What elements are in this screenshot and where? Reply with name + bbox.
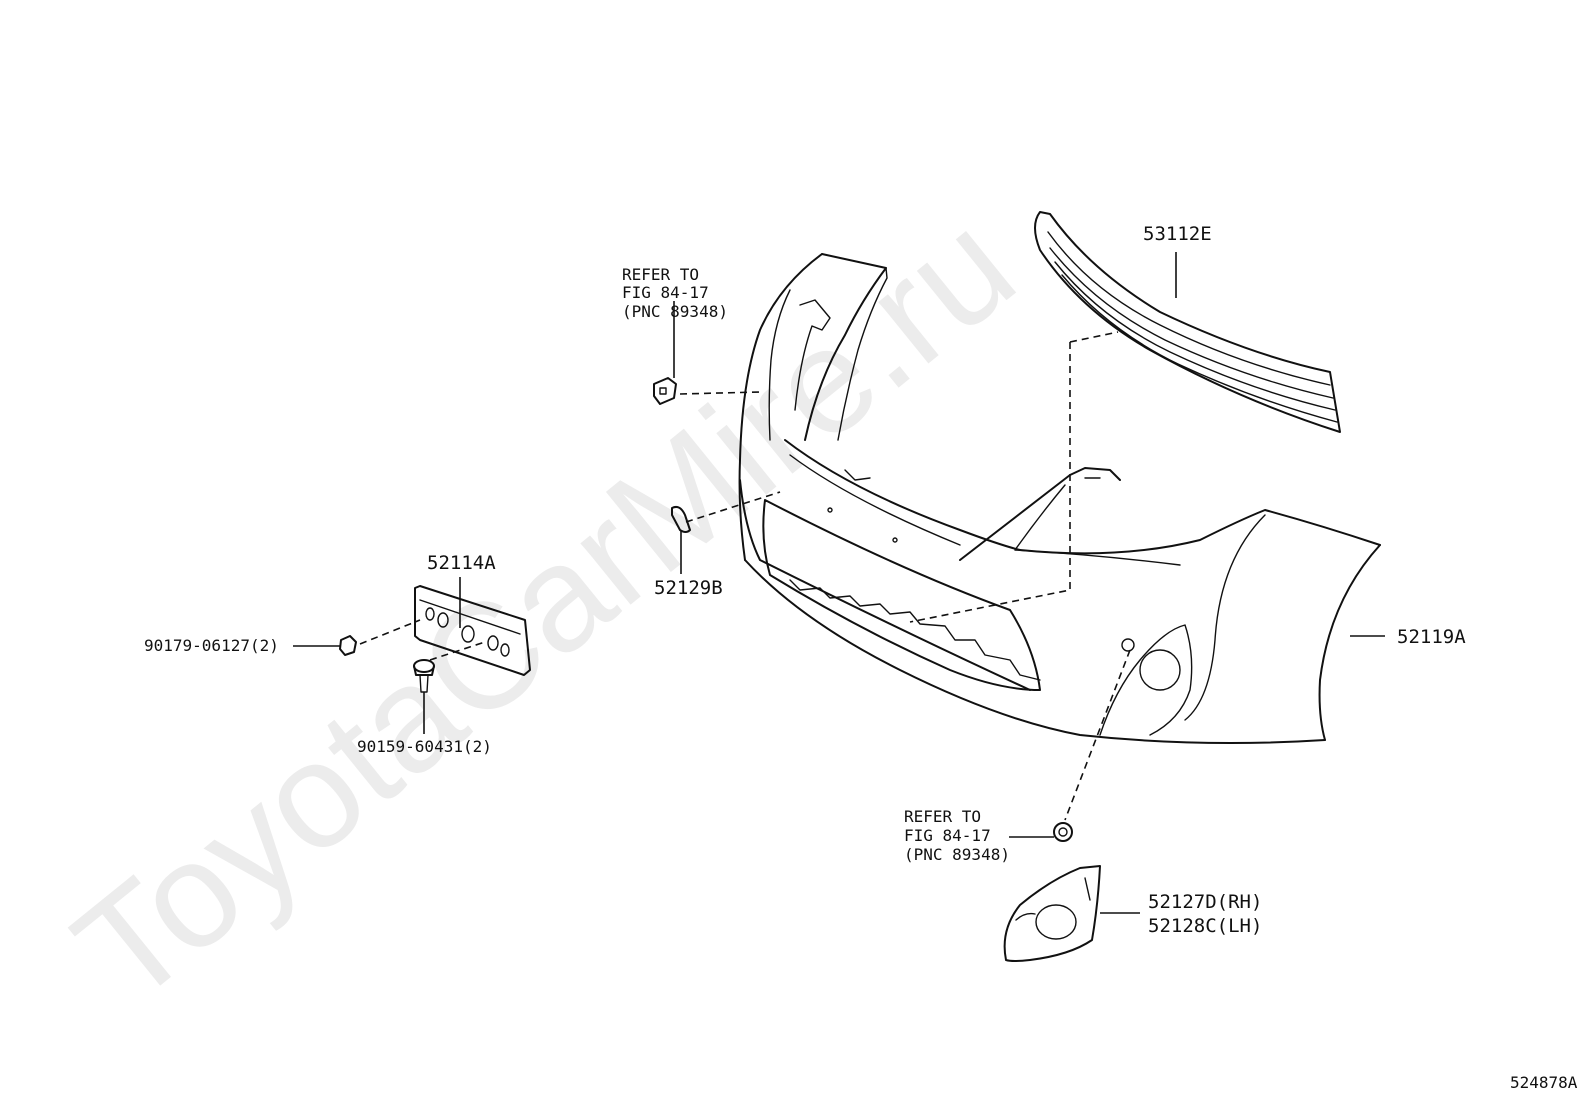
refer-lower-line1: REFER TO	[904, 807, 981, 826]
label-90179-06127: 90179-06127(2)	[144, 636, 279, 655]
fog-lamp-cover-52127D-52128C[interactable]	[1003, 865, 1101, 962]
label-52127D-rh: 52127D(RH)	[1148, 891, 1262, 913]
tow-hook-cover-52129B[interactable]	[671, 505, 691, 533]
bumper-cover-52119A[interactable]	[738, 253, 1381, 745]
refer-upper-line3: (PNC 89348)	[622, 302, 728, 321]
license-bracket-52114A[interactable]	[414, 585, 531, 676]
label-52119A: 52119A	[1397, 626, 1466, 648]
label-52114A: 52114A	[427, 552, 496, 574]
refer-upper-line2: FIG 84-17	[622, 283, 709, 302]
label-90159-60431: 90159-60431(2)	[357, 737, 492, 756]
label-52129B: 52129B	[654, 577, 723, 599]
refer-lower-line3: (PNC 89348)	[904, 845, 1010, 864]
label-53112E: 53112E	[1143, 223, 1212, 245]
refer-note-upper: REFER TO FIG 84-17 (PNC 89348)	[622, 265, 728, 321]
clip-90179-06127[interactable]	[339, 635, 357, 656]
figure-id: 524878A	[1510, 1073, 1578, 1092]
radiator-grille-53112E[interactable]	[1034, 211, 1341, 433]
refer-upper-line1: REFER TO	[622, 265, 699, 284]
label-52128C-lh: 52128C(LH)	[1148, 915, 1262, 937]
watermark: ToyotaCarMire.ru	[44, 180, 1044, 1034]
refer-note-lower: REFER TO FIG 84-17 (PNC 89348)	[904, 807, 1010, 864]
upper-sensor-clip[interactable]	[653, 377, 677, 405]
fog-lamp-nut[interactable]	[1053, 822, 1073, 842]
refer-lower-line2: FIG 84-17	[904, 826, 991, 845]
